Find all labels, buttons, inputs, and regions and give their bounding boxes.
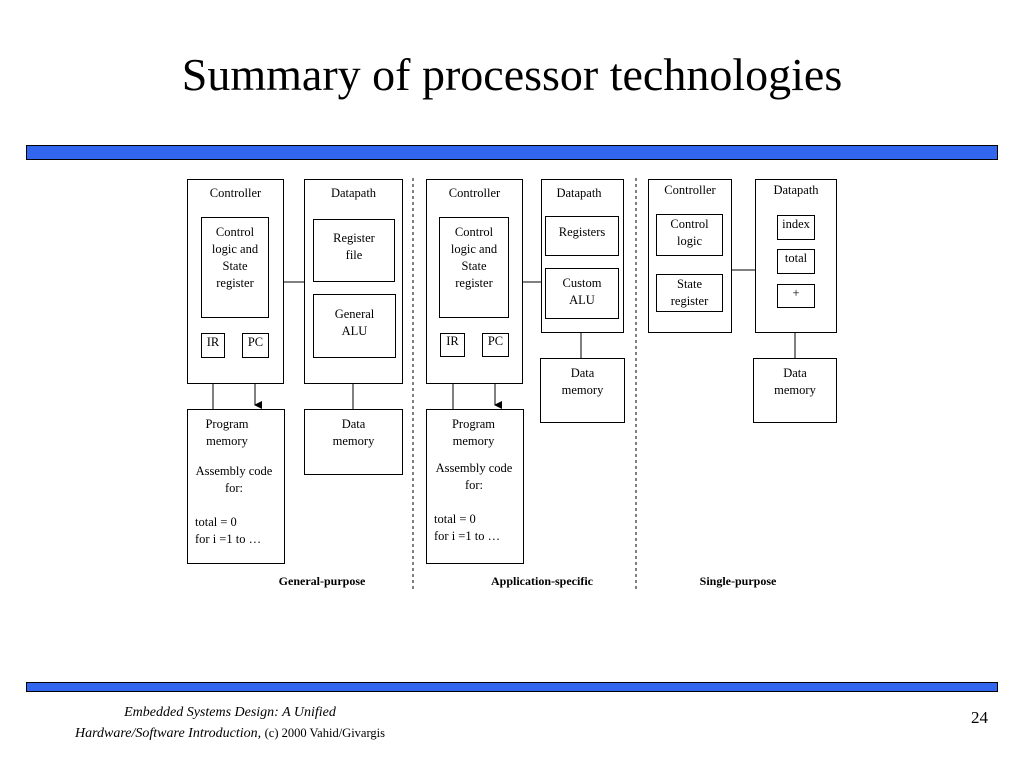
- gp-register-file-box: [313, 219, 395, 282]
- top-divider-bar: [26, 145, 998, 160]
- footer-book-line2-wrap: Hardware/Software Introduction, (c) 2000…: [20, 723, 440, 744]
- gp-program-memory-label: Program memory: [205, 417, 249, 448]
- gp-data-memory-box: [304, 409, 403, 475]
- gp-pc-box: [242, 333, 269, 358]
- as-custom-alu-label: Custom ALU: [562, 276, 602, 307]
- slide-title: Summary of processor technologies: [181, 49, 843, 100]
- as-ir-label: IR: [446, 334, 459, 348]
- as-data-memory-box: [540, 358, 625, 423]
- gp-general-alu-box: [313, 294, 396, 358]
- gp-datapath-label: Datapath: [330, 186, 377, 200]
- gp-general-alu-label: General ALU: [334, 307, 375, 338]
- gp-program-memory-box: [187, 409, 285, 564]
- as-control-logic-box: [439, 217, 509, 318]
- sp-plus-box: [777, 284, 815, 308]
- gp-pc-label: PC: [247, 335, 264, 349]
- sp-caption: Single-purpose: [699, 574, 777, 588]
- footer-book-line2: Hardware/Software Introduction,: [74, 726, 262, 741]
- as-controller-label: Controller: [448, 186, 501, 200]
- as-code-text: total = 0 for i =1 to …: [434, 512, 501, 543]
- as-control-logic-label: Control logic and State register: [450, 225, 498, 290]
- gp-assembly-code-label: Assembly code for:: [195, 464, 273, 495]
- as-program-memory-label: Program memory: [451, 417, 496, 448]
- sp-control-logic-box: [656, 214, 723, 256]
- as-program-memory-box: [426, 409, 524, 564]
- footer-book-line1: Embedded Systems Design: A Unified: [124, 705, 336, 720]
- as-caption: Application-specific: [491, 574, 593, 588]
- sp-control-logic-label: Control logic: [670, 217, 709, 248]
- sp-datapath-label: Datapath: [773, 183, 819, 197]
- sp-state-register-label: State register: [670, 277, 709, 308]
- sp-index-label: index: [782, 217, 810, 231]
- bottom-divider-bar: [26, 682, 998, 692]
- sp-total-box: [777, 249, 815, 274]
- as-custom-alu-box: [545, 268, 619, 319]
- footer-citation: Embedded Systems Design: A Unified Hardw…: [20, 702, 440, 744]
- as-data-memory-label: Data memory: [561, 366, 604, 397]
- gp-control-logic-box: [201, 217, 269, 318]
- footer-copyright: (c) 2000 Vahid/Givargis: [264, 726, 385, 740]
- as-registers-label: Registers: [558, 225, 606, 239]
- gp-controller-label: Controller: [209, 186, 262, 200]
- sp-data-memory-box: [753, 358, 837, 423]
- gp-caption: General-purpose: [278, 574, 366, 588]
- as-datapath-label: Datapath: [556, 186, 602, 200]
- gp-ir-box: [201, 333, 225, 358]
- as-pc-box: [482, 333, 509, 357]
- page-number: 24: [971, 708, 988, 727]
- gp-ir-label: IR: [206, 335, 220, 349]
- gp-data-memory-label: Data memory: [332, 417, 375, 448]
- as-ir-box: [440, 333, 465, 357]
- sp-plus-label: +: [792, 286, 800, 300]
- gp-control-logic-label: Control logic and State register: [211, 225, 259, 290]
- as-pc-label: PC: [487, 334, 504, 348]
- as-assembly-code-label: Assembly code for:: [435, 461, 513, 492]
- sp-index-box: [777, 215, 815, 240]
- sp-state-register-box: [656, 274, 723, 312]
- as-registers-box: [545, 216, 619, 256]
- gp-code-text: total = 0 for i =1 to …: [195, 515, 262, 546]
- sp-data-memory-label: Data memory: [774, 366, 816, 397]
- sp-controller-label: Controller: [664, 183, 716, 197]
- gp-register-file-label: Register file: [333, 231, 375, 262]
- sp-total-label: total: [784, 251, 808, 265]
